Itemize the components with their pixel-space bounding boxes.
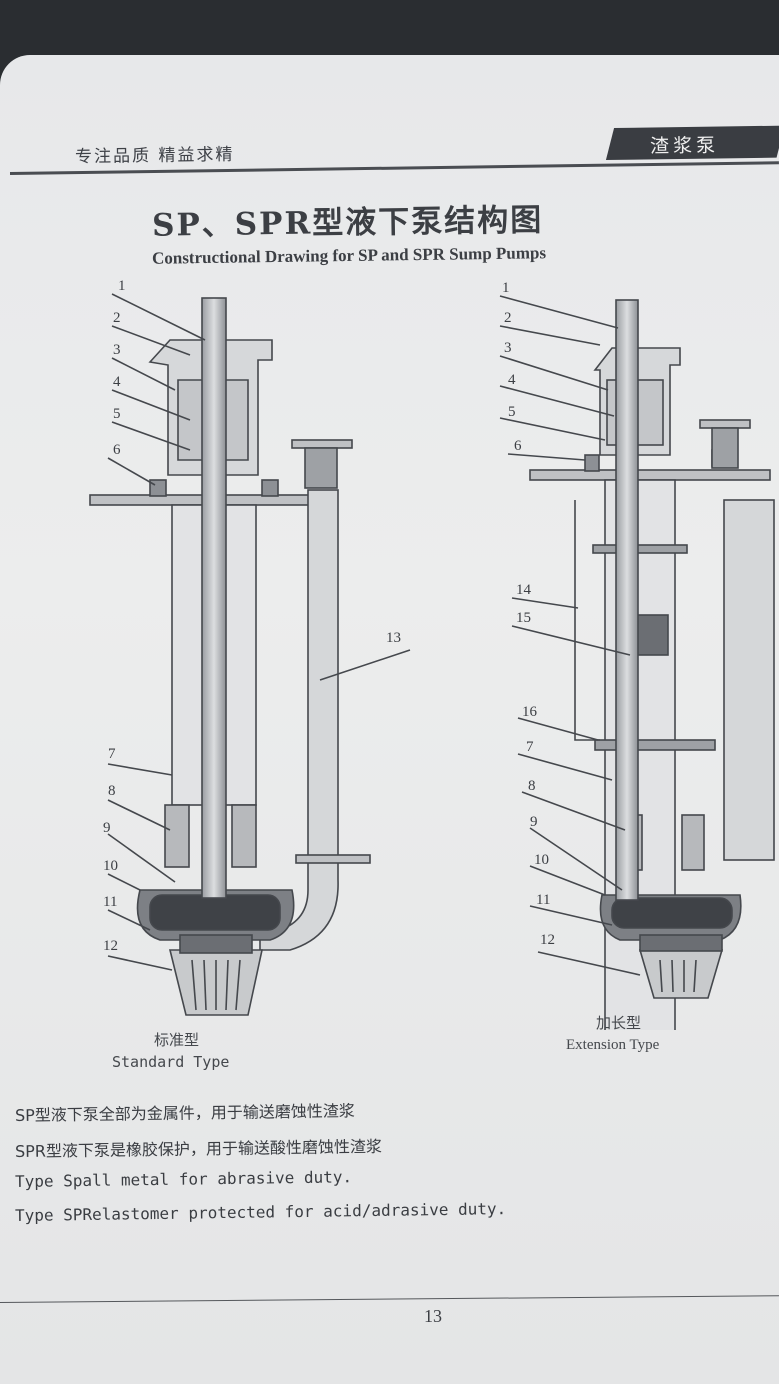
page-number: 13 xyxy=(424,1306,442,1326)
std-label-12: 12 xyxy=(103,938,118,954)
extension-pump-drawing xyxy=(499,295,775,1030)
std-label-4: 4 xyxy=(113,374,121,390)
std-label-11: 11 xyxy=(103,894,117,910)
ext-label-1: 1 xyxy=(502,280,510,296)
std-label-6: 6 xyxy=(113,442,121,458)
ext-label-6: 6 xyxy=(514,438,522,454)
ext-label-7: 7 xyxy=(526,739,534,755)
ext-label-16: 16 xyxy=(522,704,538,720)
standard-caption-zh: 标准型 xyxy=(154,1031,200,1049)
ext-label-4: 4 xyxy=(508,372,516,388)
std-label-1: 1 xyxy=(118,278,126,294)
ext-label-5: 5 xyxy=(508,404,516,420)
std-label-13: 13 xyxy=(386,630,401,646)
std-label-2: 2 xyxy=(113,310,121,326)
ext-label-2: 2 xyxy=(504,310,512,326)
extension-caption-zh: 加长型 xyxy=(596,1014,642,1032)
ext-label-9: 9 xyxy=(530,814,538,830)
description-line-2: SPR型液下泵是橡胶保护，用于输送酸性磨蚀性渣浆 xyxy=(14,1136,383,1161)
ext-label-10: 10 xyxy=(534,852,549,868)
ext-label-11: 11 xyxy=(536,892,550,908)
pump-drawings: 1 2 3 4 5 6 7 8 9 10 11 12 13 1 2 3 4 5 … xyxy=(89,278,775,1030)
std-label-5: 5 xyxy=(113,406,121,422)
std-label-3: 3 xyxy=(113,342,121,358)
ext-label-15: 15 xyxy=(516,610,531,626)
header-slogan: 专注品质 精益求精 xyxy=(74,144,235,168)
ext-label-12: 12 xyxy=(540,932,555,948)
ext-label-8: 8 xyxy=(528,778,536,794)
page-title: SP、SPR型液下泵结构图 xyxy=(151,202,544,244)
std-label-10: 10 xyxy=(103,858,118,874)
description-line-1: SP型液下泵全部为金属件，用于输送磨蚀性渣浆 xyxy=(14,1101,355,1125)
extension-caption-en: Extension Type xyxy=(566,1037,660,1053)
standard-pump-drawing xyxy=(89,293,411,1016)
standard-caption-en: Standard Type xyxy=(112,1053,230,1071)
std-label-9: 9 xyxy=(103,820,111,836)
std-label-8: 8 xyxy=(108,783,116,799)
ext-label-14: 14 xyxy=(516,582,532,598)
ext-label-3: 3 xyxy=(504,340,512,356)
std-label-7: 7 xyxy=(108,746,116,762)
header-tab-label: 渣浆泵 xyxy=(649,134,720,158)
